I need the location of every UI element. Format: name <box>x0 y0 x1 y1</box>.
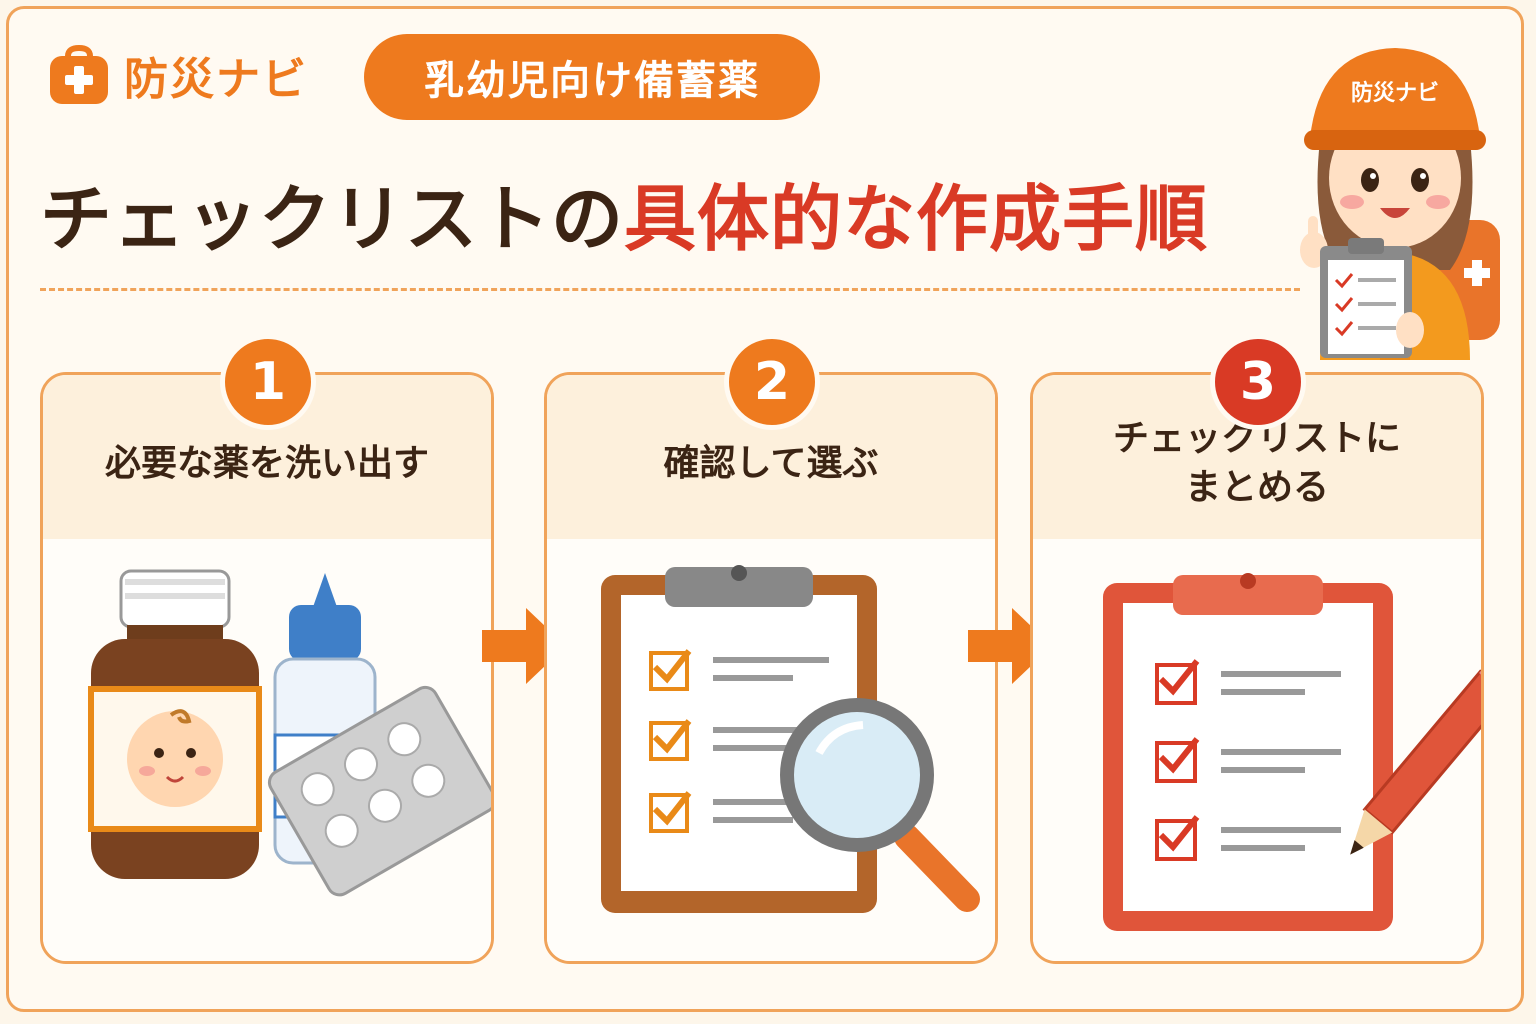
step-1-badge: 1 <box>220 334 316 430</box>
step-2-body <box>547 539 995 961</box>
step-2-badge: 2 <box>724 334 820 430</box>
brand-name: 防災ナビ <box>124 54 308 105</box>
title-highlight: 具体的な作成手順 <box>624 177 1209 261</box>
step-3-label-line2: まとめる <box>1184 467 1329 508</box>
clipboard-pencil-icon <box>1103 573 1481 931</box>
step-1-body <box>43 539 491 961</box>
page-title: チェックリストの具体的な作成手順 <box>40 160 1208 265</box>
clipboard-magnifier-icon <box>601 565 980 913</box>
title-part1: チェックリストの <box>40 177 625 261</box>
dashed-divider <box>40 288 1300 291</box>
step-card-3: チェックリストに まとめる <box>1030 372 1484 964</box>
category-tag: 乳幼児向け備蓄薬 <box>364 34 820 120</box>
mascot-girl-helmet-icon: 防災ナビ <box>1300 48 1500 360</box>
first-aid-bag-icon <box>50 44 108 104</box>
step-card-2: 確認して選ぶ <box>544 372 998 964</box>
medicine-bottle-icon <box>88 569 491 897</box>
brand-logo: 防災ナビ <box>46 42 308 108</box>
mascot-helmet-text: 防災ナビ <box>1351 81 1439 106</box>
step-3-body <box>1033 539 1481 961</box>
step-card-1: 必要な薬を洗い出す <box>40 372 494 964</box>
step-3-badge: 3 <box>1210 334 1306 430</box>
